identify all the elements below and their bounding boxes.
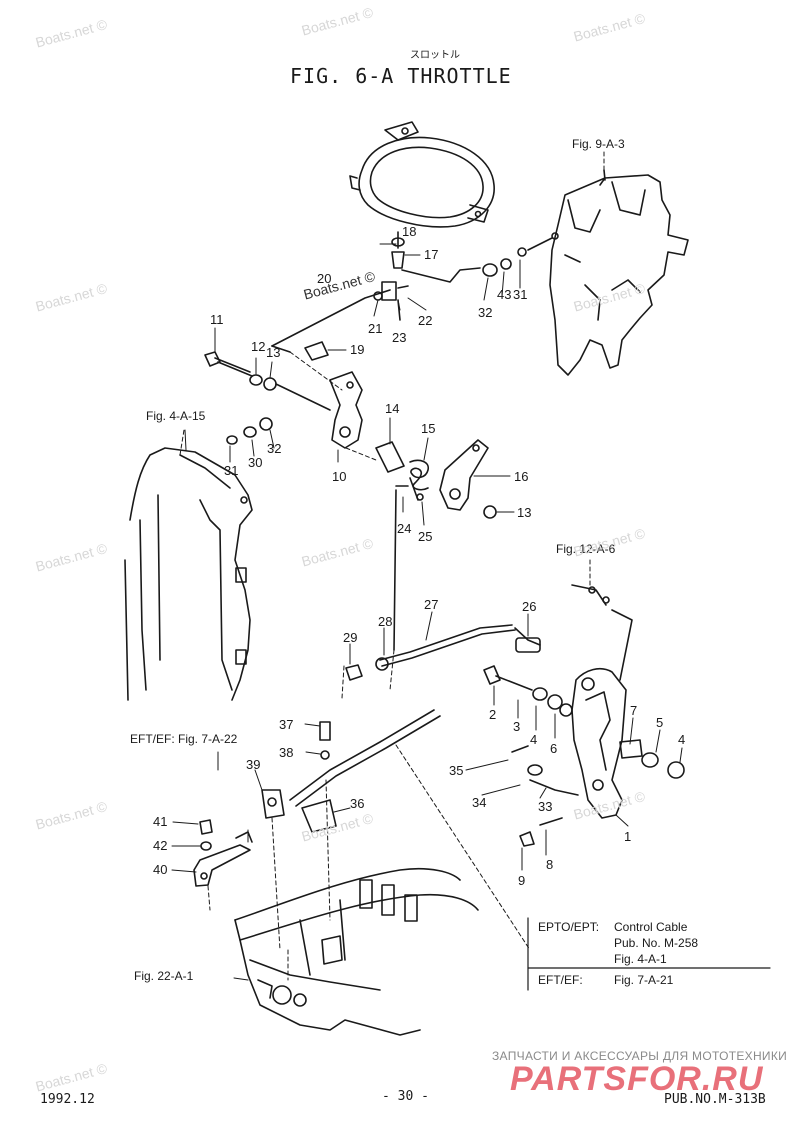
footer-date: 1992.12 <box>40 1092 95 1107</box>
ref-eft-ef-7a22: EFT/EF: Fig. 7-A-22 <box>130 732 238 746</box>
part-number-27: 27 <box>424 597 439 612</box>
lever-assembly-16 <box>375 439 497 651</box>
part-number-39: 39 <box>246 757 261 772</box>
part-number-41: 41 <box>153 814 168 829</box>
title-japanese: スロットル <box>410 50 460 61</box>
part-number-29: 29 <box>343 630 358 645</box>
legend-model-eft-ef: EFT/EF: <box>538 973 583 987</box>
part-number-1: 1 <box>624 829 632 844</box>
part-number-26: 26 <box>522 599 537 614</box>
part-number-35: 35 <box>449 763 464 778</box>
bracket-outline <box>124 447 253 701</box>
part-number-40: 40 <box>153 862 168 877</box>
part-number-25: 25 <box>418 529 433 544</box>
part-number-13: 13 <box>266 345 281 360</box>
legend-control-cable: Control Cable <box>614 920 688 934</box>
legend-fig-7a21: Fig. 7-A-21 <box>614 973 674 987</box>
part-number-31: 31 <box>513 287 528 302</box>
part-number-2: 2 <box>489 707 497 722</box>
part-number-4b: 4 <box>678 732 686 747</box>
legend-pub-no: Pub. No. M-258 <box>614 936 699 950</box>
part-number-3: 3 <box>513 719 521 734</box>
part-number-6: 6 <box>550 741 558 756</box>
part-number-18: 18 <box>402 224 417 239</box>
part-number-37: 37 <box>279 717 294 732</box>
part-number-22: 22 <box>418 313 433 328</box>
part-number-14: 14 <box>385 401 400 416</box>
legend-model-epto-ept: EPTO/EPT: <box>538 920 600 934</box>
part-number-32b: 32 <box>267 441 282 456</box>
bottom-cowl-outline <box>234 867 479 1036</box>
part-number-28: 28 <box>378 614 393 629</box>
part-number-31b: 31 <box>224 463 239 478</box>
part-number-33: 33 <box>538 799 553 814</box>
control-lever-1 <box>483 584 685 847</box>
part-number-42: 42 <box>153 838 168 853</box>
legend-bracket <box>527 917 771 991</box>
part-number-12: 12 <box>251 339 266 354</box>
part-number-5: 5 <box>656 715 664 730</box>
part-number-16: 16 <box>514 469 529 484</box>
lower-cable-bracket <box>193 709 441 887</box>
gasket-flange <box>349 121 495 228</box>
label-leaders <box>171 243 683 981</box>
throttle-arm-10 <box>304 341 363 449</box>
part-number-7: 7 <box>630 703 638 718</box>
ref-fig-4a15: Fig. 4-A-15 <box>146 409 206 423</box>
bolt-11-assembly <box>204 351 331 445</box>
part-number-15: 15 <box>421 421 436 436</box>
ref-fig-9a3: Fig. 9-A-3 <box>572 137 625 151</box>
page-number: - 30 - <box>382 1089 429 1104</box>
part-number-8: 8 <box>546 857 554 872</box>
ref-fig-22a1: Fig. 22-A-1 <box>134 969 194 983</box>
publication-number: PUB.NO.M-313B <box>664 1092 766 1107</box>
partsfor-logo: PARTSFOR.RU <box>510 1060 764 1098</box>
part-number-36: 36 <box>350 796 365 811</box>
part-number-17: 17 <box>424 247 439 262</box>
legend-fig-4a1: Fig. 4-A-1 <box>614 952 667 966</box>
part-number-4: 4 <box>530 732 538 747</box>
part-number-9: 9 <box>518 873 526 888</box>
part-number-23: 23 <box>392 330 407 345</box>
part-number-13b: 13 <box>517 505 532 520</box>
part-number-34: 34 <box>472 795 487 810</box>
logo-tagline: ЗАПЧАСТИ И АКСЕССУАРЫ ДЛЯ МОТОТЕХНИКИ <box>492 1049 788 1063</box>
part-number-30: 30 <box>248 455 263 470</box>
part-number-24: 24 <box>397 521 412 536</box>
engine-block-outline <box>549 169 689 376</box>
page-title: FIG. 6-A THROTTLE <box>290 64 512 88</box>
control-cable-27 <box>345 624 541 681</box>
part-number-19: 19 <box>350 342 365 357</box>
part-number-43: 43 <box>497 287 512 302</box>
part-number-32: 32 <box>478 305 493 320</box>
part-number-20: 20 <box>317 271 332 286</box>
part-number-10: 10 <box>332 469 347 484</box>
part-number-21: 21 <box>368 321 383 336</box>
leader-lines <box>179 149 605 981</box>
part-number-38: 38 <box>279 745 294 760</box>
ref-fig-12a6: Fig. 12-A-6 <box>556 542 616 556</box>
part-number-11: 11 <box>210 312 224 327</box>
